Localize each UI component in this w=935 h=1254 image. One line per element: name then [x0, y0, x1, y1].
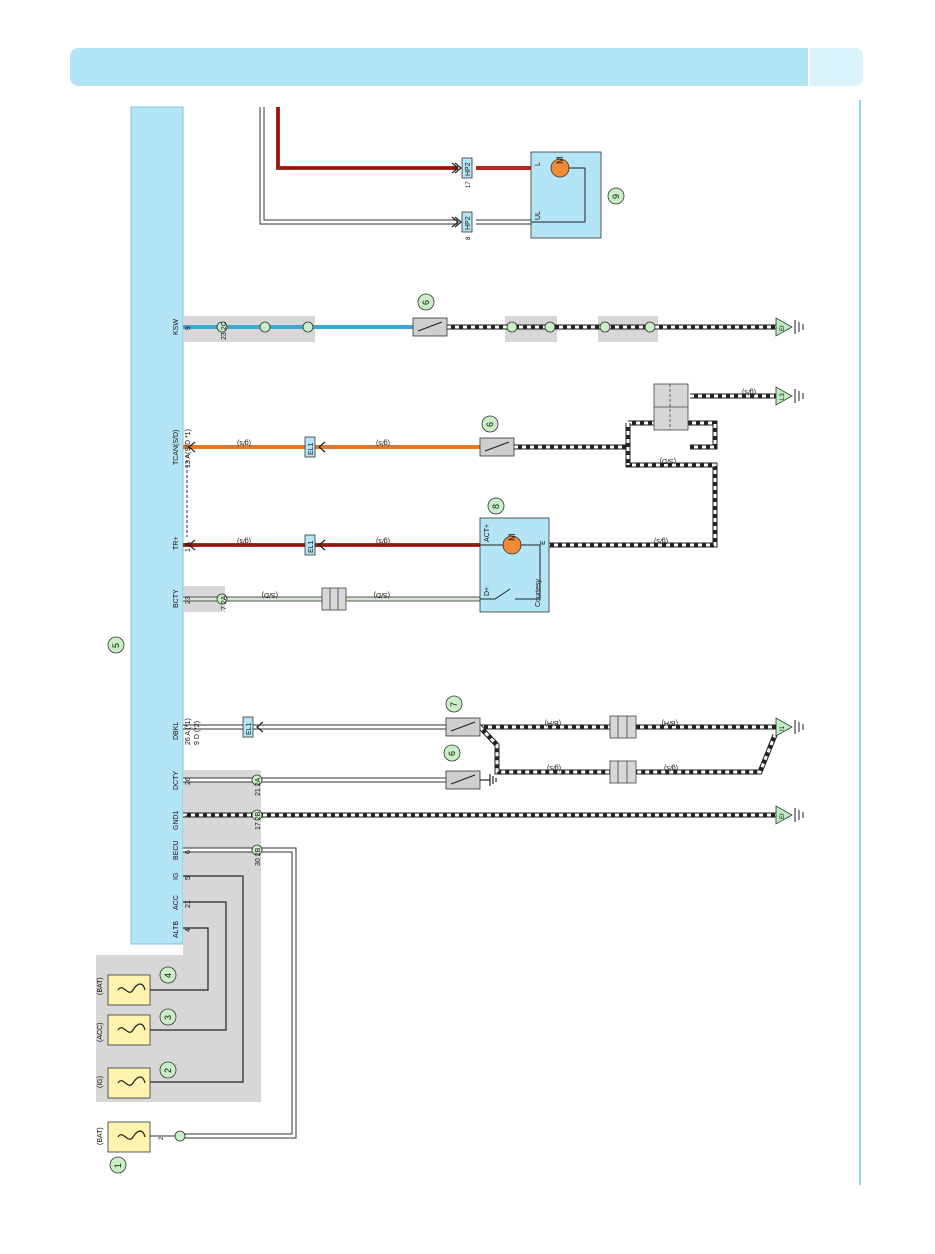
callout-6-tcan: 6	[485, 422, 495, 427]
connector-block-bcty	[321, 587, 347, 611]
fuse-3-label: (ACC)	[97, 1023, 104, 1042]
pin-gnd1-n: 1	[185, 814, 192, 818]
code-relay-1: (S/D)	[660, 457, 676, 464]
pin-17-hp2: 17	[466, 181, 472, 188]
callout-6-ksw: 6	[421, 300, 431, 305]
pin-altb: ALTB	[173, 921, 180, 938]
callout-8: 8	[491, 504, 501, 509]
ground-l3-label: L3	[780, 393, 786, 400]
wire-red-top	[276, 107, 458, 170]
connector-hp2-a: HP2	[465, 162, 472, 176]
motor-8-dplus: D+	[484, 587, 491, 596]
fuse-2	[107, 1067, 151, 1099]
code-dbkl-2: (B/H)	[662, 719, 678, 726]
motor-9-label: M	[555, 157, 565, 165]
pin-dcty-n: 26	[185, 777, 192, 785]
motor-8-act: ACT+	[484, 524, 491, 542]
code-tcan-1: (g/s)	[237, 439, 251, 446]
code-dcty-1: (g/s)	[547, 764, 561, 771]
callout-5: 5	[111, 643, 121, 648]
pin-8-hp2: 8	[466, 236, 472, 240]
pin-ksw: KSW	[173, 319, 180, 335]
fuse-4-label: (BAT)	[97, 977, 104, 995]
page-header-tab	[810, 48, 863, 86]
pin-tcan-n: 13 A(S/D *1)	[185, 429, 192, 468]
motor-8-label: M	[507, 534, 517, 542]
right-margin-rule	[859, 100, 861, 1185]
page-header-bar	[70, 48, 808, 86]
callout-6-dcty: 6	[447, 751, 457, 756]
fuse-1-label: (BAT)	[97, 1127, 104, 1145]
ground-i1-label: I1	[780, 725, 786, 731]
wire-acc	[150, 901, 227, 1031]
code-dbkl-1: (B/H)	[545, 719, 561, 726]
pin-dcty-c: 21 2A	[255, 777, 262, 796]
pin-altb-n: 4	[185, 928, 192, 932]
callout-9: 9	[611, 194, 621, 199]
fuse-2-label: (IG)	[97, 1076, 104, 1088]
code-trplus-3: (g/s)	[654, 537, 668, 544]
pin-acc: ACC	[173, 895, 180, 910]
callout-3: 3	[163, 1015, 173, 1020]
pin-ksw-c: 23 2C	[221, 321, 228, 340]
connector-el1-dbkl: EL1	[246, 722, 253, 735]
pin-bcty-n: 23	[185, 596, 192, 604]
pin-becu-n: 6	[185, 850, 192, 854]
pin-gnd1-c: 17 2B	[255, 811, 262, 830]
motor-9-ul: UL	[535, 211, 542, 220]
code-dcty-2: (g/s)	[664, 764, 678, 771]
pin-trplus-n: 1 A	[185, 542, 192, 552]
pin-dbkl-n1: 26 A (*1)	[185, 718, 192, 745]
callout-1: 1	[113, 1163, 123, 1168]
pin-becu: BECU	[173, 841, 180, 860]
fuse-1-pin: 2	[159, 1136, 165, 1140]
callout-4: 4	[163, 973, 173, 978]
connector-el1-tcan: EL1	[308, 442, 315, 455]
fuse-1	[107, 1121, 151, 1153]
code-bcty-1: (S/D)	[262, 591, 278, 598]
ecu-box	[130, 106, 184, 945]
code-trplus-1: (g/s)	[237, 537, 251, 544]
pin-trplus: TR+	[173, 537, 180, 550]
fuse-3	[107, 1014, 151, 1046]
pin-bcty: BCTY	[173, 589, 180, 608]
pin-becu-c: 30 2B	[255, 847, 262, 866]
connector-block-dcty	[609, 760, 637, 784]
code-trplus-2: (g/s)	[376, 537, 390, 544]
connector-hp2-b: HP2	[465, 216, 472, 230]
connector-block-dbkl	[609, 715, 637, 739]
pin-tcan: TCAN(S/D)	[173, 430, 180, 465]
ground-ei-top	[775, 317, 793, 337]
pin-acc-n: 21	[185, 900, 192, 908]
ground-ei-bottom	[775, 805, 793, 825]
code-tcan-2: (g/s)	[376, 439, 390, 446]
door-lock-actuator-8	[479, 517, 550, 613]
fuse-4	[107, 974, 151, 1006]
ground-i1	[775, 717, 793, 737]
motor-8-e: E	[540, 540, 547, 545]
wire-ig	[150, 875, 244, 1083]
code-relay-2: (g/s)	[742, 388, 756, 395]
pin-dbkl-n2: 9 D (*2)	[194, 721, 201, 745]
pin-bcty-c: 7 2A	[221, 595, 228, 610]
motor-8-courtesy: Courtesy	[535, 578, 542, 607]
motor-9-l: L	[535, 162, 542, 166]
wire-white-top	[259, 107, 458, 225]
pin-ig-n: 5	[185, 876, 192, 880]
wire-altb	[150, 927, 209, 991]
ground-ei-top-label: EI	[780, 325, 786, 331]
ground-ei-bottom-label: EI	[780, 813, 786, 819]
connector-el1-trplus: EL1	[308, 540, 315, 553]
pin-gnd1: GND1	[173, 810, 180, 830]
pin-dcty: DCTY	[173, 771, 180, 790]
ground-l3	[775, 386, 793, 406]
pin-ksw-n: 9	[185, 326, 192, 330]
pin-dbkl: DBKL	[173, 722, 180, 740]
pin-ig: IG	[173, 873, 180, 880]
callout-2: 2	[163, 1068, 173, 1073]
code-bcty-2: (S/D)	[374, 591, 390, 598]
callout-7: 7	[449, 702, 459, 707]
